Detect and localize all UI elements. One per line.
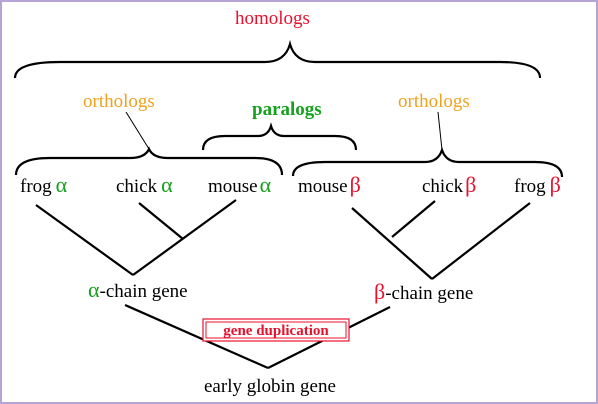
alpha-symbol: α (260, 172, 272, 197)
orthologs-left-label: orthologs (83, 91, 155, 112)
alpha-symbol: α (56, 172, 68, 197)
homologs-brace (13, 39, 542, 79)
branch-alpha-chain (124, 303, 269, 370)
species-name: frog (20, 176, 52, 197)
gene-duplication-label: gene duplication (223, 323, 329, 339)
beta-symbol: β (550, 172, 561, 197)
alpha-chain-gene-label: α-chain gene (88, 277, 188, 302)
paralogs-brace (201, 122, 358, 151)
chick-beta-label: chickβ (422, 172, 476, 197)
species-name: chick (116, 176, 158, 197)
orthologs-right-brace (291, 146, 564, 178)
gene-duplication-box: gene duplication (202, 318, 350, 342)
beta-symbol: β (374, 279, 385, 304)
branch-alpha-node (132, 199, 237, 276)
beta-symbol: β (465, 172, 476, 197)
homologs-label: homologs (235, 8, 310, 29)
orthologs-left-pointer (125, 111, 150, 150)
mouse-alpha-label: mouseα (208, 172, 272, 197)
alpha-symbol: α (161, 172, 173, 197)
chain-gene-text: -chain gene (385, 283, 473, 304)
branch-mouse-beta (351, 207, 433, 280)
mouse-beta-label: mouseβ (298, 172, 361, 197)
branch-chick-alpha (138, 202, 184, 240)
chain-gene-text: -chain gene (100, 281, 188, 302)
orthologs-right-pointer (437, 111, 443, 151)
branch-frog-alpha (35, 204, 134, 276)
early-globin-gene-label: early globin gene (204, 376, 336, 397)
species-name: mouse (298, 176, 348, 197)
species-name: chick (422, 176, 464, 197)
branch-beta-node (431, 202, 531, 280)
beta-symbol: β (350, 172, 361, 197)
species-name: frog (514, 176, 546, 197)
paralogs-label: paralogs (252, 99, 322, 120)
branch-chick-beta (391, 200, 436, 238)
orthologs-right-label: orthologs (398, 91, 470, 112)
species-name: mouse (208, 176, 258, 197)
beta-chain-gene-label: β-chain gene (374, 279, 473, 304)
alpha-symbol: α (88, 277, 100, 302)
